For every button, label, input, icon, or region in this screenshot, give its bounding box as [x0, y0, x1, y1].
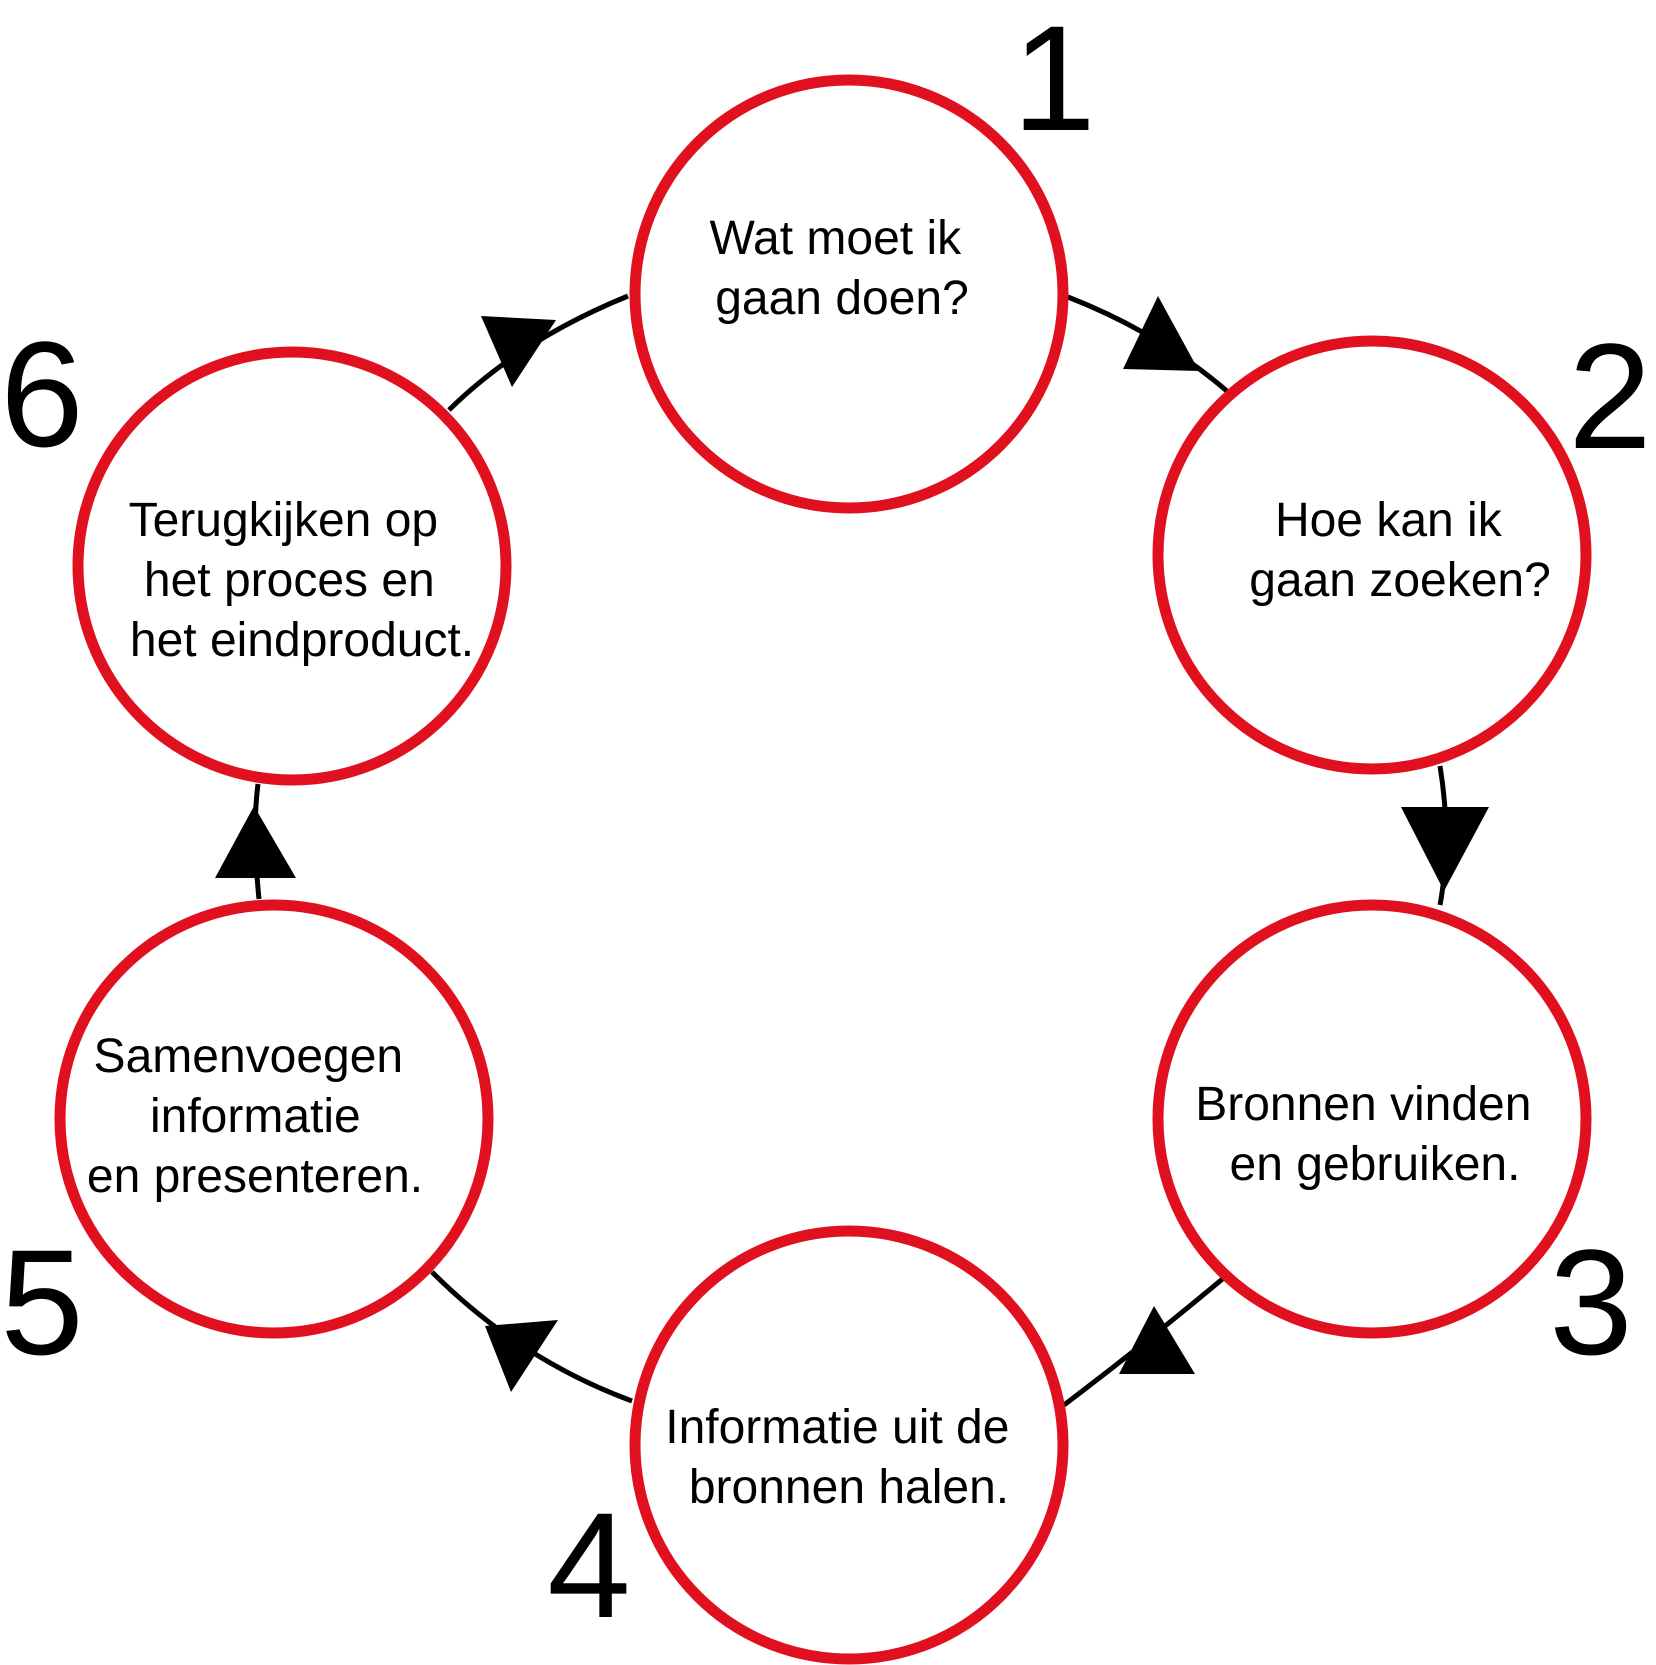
arrowhead-1-to-2 [1123, 296, 1199, 371]
connector-6-to-1 [447, 293, 629, 412]
step-circle-5 [54, 899, 494, 1339]
step-number-3: 3 [1549, 1218, 1632, 1386]
step-6-label: Terugkijken op het proces en het eindpro… [129, 494, 475, 667]
step-3-line-1: Bronnen vinden [1195, 1078, 1531, 1131]
step-2-line-2: gaan zoeken? [1249, 554, 1551, 607]
step-6-line-2: het proces en [144, 554, 435, 607]
step-5-line-2: informatie [150, 1090, 361, 1143]
arrowheads [215, 296, 1489, 1392]
step-5-line-1: Samenvoegen [94, 1030, 404, 1083]
step-3-label: Bronnen vinden en gebruiken. [1195, 1078, 1545, 1191]
step-circles [54, 74, 1592, 1665]
step-6-line-3: het eindproduct. [130, 614, 474, 667]
step-1-label: Wat moet ik gaan doen? [710, 212, 975, 325]
step-4-label: Informatie uit de bronnen halen. [665, 1401, 1023, 1514]
step-number-5: 5 [0, 1218, 83, 1386]
step-5-label: Samenvoegen informatie en presenteren. [87, 1030, 423, 1203]
step-number-1: 1 [1012, 0, 1095, 162]
step-labels: Wat moet ik gaan doen? Hoe kan ik gaan z… [87, 212, 1551, 1514]
step-3-line-2: en gebruiken. [1230, 1138, 1521, 1191]
step-4-line-2: bronnen halen. [689, 1461, 1009, 1514]
arrowhead-5-to-6 [215, 806, 296, 878]
step-number-4: 4 [547, 1481, 630, 1649]
step-number-2: 2 [1568, 312, 1651, 480]
step-5-line-3: en presenteren. [87, 1150, 423, 1203]
step-circle-2 [1152, 335, 1592, 775]
step-circle-3 [1152, 899, 1592, 1339]
step-2-line-1: Hoe kan ik [1275, 494, 1503, 547]
step-circle-6 [72, 346, 512, 786]
arrowhead-2-to-3 [1401, 807, 1489, 891]
arrowhead-3-to-4 [1119, 1306, 1195, 1374]
step-1-line-1: Wat moet ik [710, 212, 963, 265]
step-1-line-2: gaan doen? [715, 272, 969, 325]
arrowhead-4-to-5 [485, 1320, 558, 1392]
arrowhead-6-to-1 [481, 316, 556, 387]
step-4-line-1: Informatie uit de [665, 1401, 1009, 1454]
step-circle-1 [629, 74, 1069, 514]
step-2-label: Hoe kan ik gaan zoeken? [1249, 494, 1551, 607]
step-6-line-1: Terugkijken op [129, 494, 439, 547]
step-circle-4 [629, 1225, 1069, 1665]
step-number-6: 6 [0, 310, 83, 478]
